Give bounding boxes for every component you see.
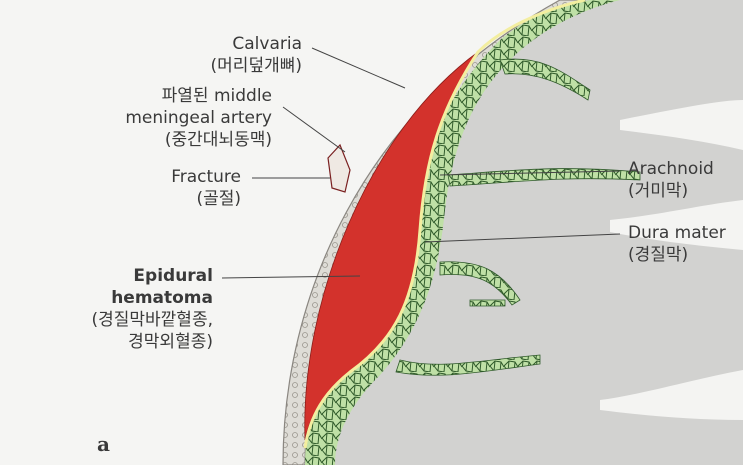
mma-line2: meningeal artery xyxy=(125,108,272,128)
brain xyxy=(300,0,743,465)
label-arachnoid: Arachnoid (거미막) xyxy=(628,158,714,202)
fracture xyxy=(327,143,351,193)
fracture-en: Fracture xyxy=(171,167,241,187)
sulci xyxy=(395,58,641,376)
label-dura-mater: Dura mater (경질막) xyxy=(628,222,726,266)
dura-mater xyxy=(303,0,586,449)
label-middle-meningeal-artery: 파열된 middle meningeal artery (중간대뇌동맥) xyxy=(125,85,272,151)
figure-label: a xyxy=(97,432,110,456)
arachnoid-layer xyxy=(305,0,620,465)
epidural-ko1: (경질막바깥혈종, xyxy=(91,310,213,330)
leader-lines xyxy=(221,47,621,279)
epidural-ko2: 경막외혈종) xyxy=(128,332,213,352)
arachnoid-ko: (거미막) xyxy=(628,181,689,201)
calvaria-en: Calvaria xyxy=(232,34,302,54)
label-epidural-hematoma: Epidural hematoma (경질막바깥혈종, 경막외혈종) xyxy=(91,265,213,353)
label-fracture: Fracture (골절) xyxy=(171,166,241,210)
calvaria-ko: (머리덮개뼈) xyxy=(210,56,302,76)
fracture-ko: (골절) xyxy=(196,189,241,209)
epidural-line1: Epidural xyxy=(133,266,213,286)
white-matter xyxy=(600,100,743,420)
epidural-line2: hematoma xyxy=(111,288,213,308)
dura-en: Dura mater xyxy=(628,223,726,243)
arachnoid-en: Arachnoid xyxy=(628,159,714,179)
mma-line1: 파열된 middle xyxy=(161,86,272,106)
label-calvaria: Calvaria (머리덮개뼈) xyxy=(211,33,302,77)
mma-ko: (중간대뇌동맥) xyxy=(164,130,272,150)
dura-ko: (경질막) xyxy=(628,245,689,265)
